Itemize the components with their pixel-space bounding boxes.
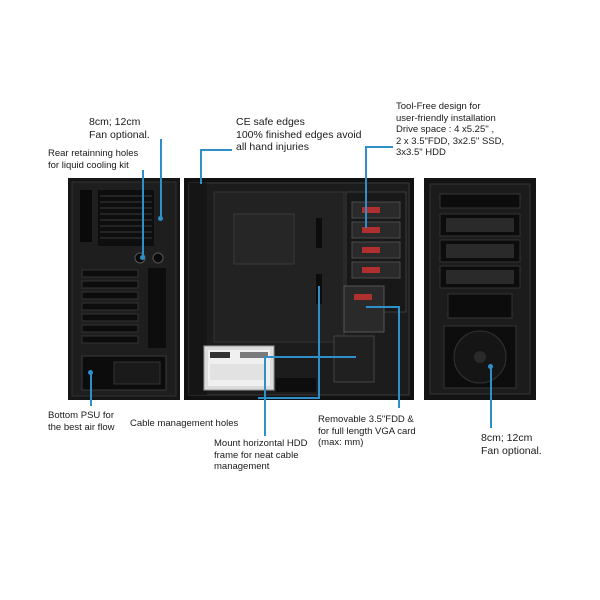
case-front-view (424, 178, 536, 400)
ce-edges-label: CE safe edges 100% finished edges avoid … (236, 116, 362, 153)
front-fan-label: 8cm; 12cm Fan optional. (481, 432, 542, 457)
rear-fan-label: 8cm; 12cm Fan optional. (89, 116, 150, 141)
case-rear-view (68, 178, 180, 400)
ce-edges-line-h (200, 149, 232, 151)
case-side-open-view (184, 178, 414, 400)
removable-fdd-label: Removable 3.5"FDD & for full length VGA … (318, 414, 416, 448)
bottom-psu-label: Bottom PSU for the best air flow (48, 410, 115, 433)
hdd-frame-label: Mount horizontal HDD frame for neat cabl… (214, 438, 308, 472)
cable-holes-label: Cable management holes (130, 418, 239, 429)
tool-free-line-h (365, 146, 393, 148)
rear-holes-label: Rear retainning holes for liquid cooling… (48, 148, 139, 171)
tool-free-label: Tool-Free design for user-friendly insta… (396, 101, 505, 158)
